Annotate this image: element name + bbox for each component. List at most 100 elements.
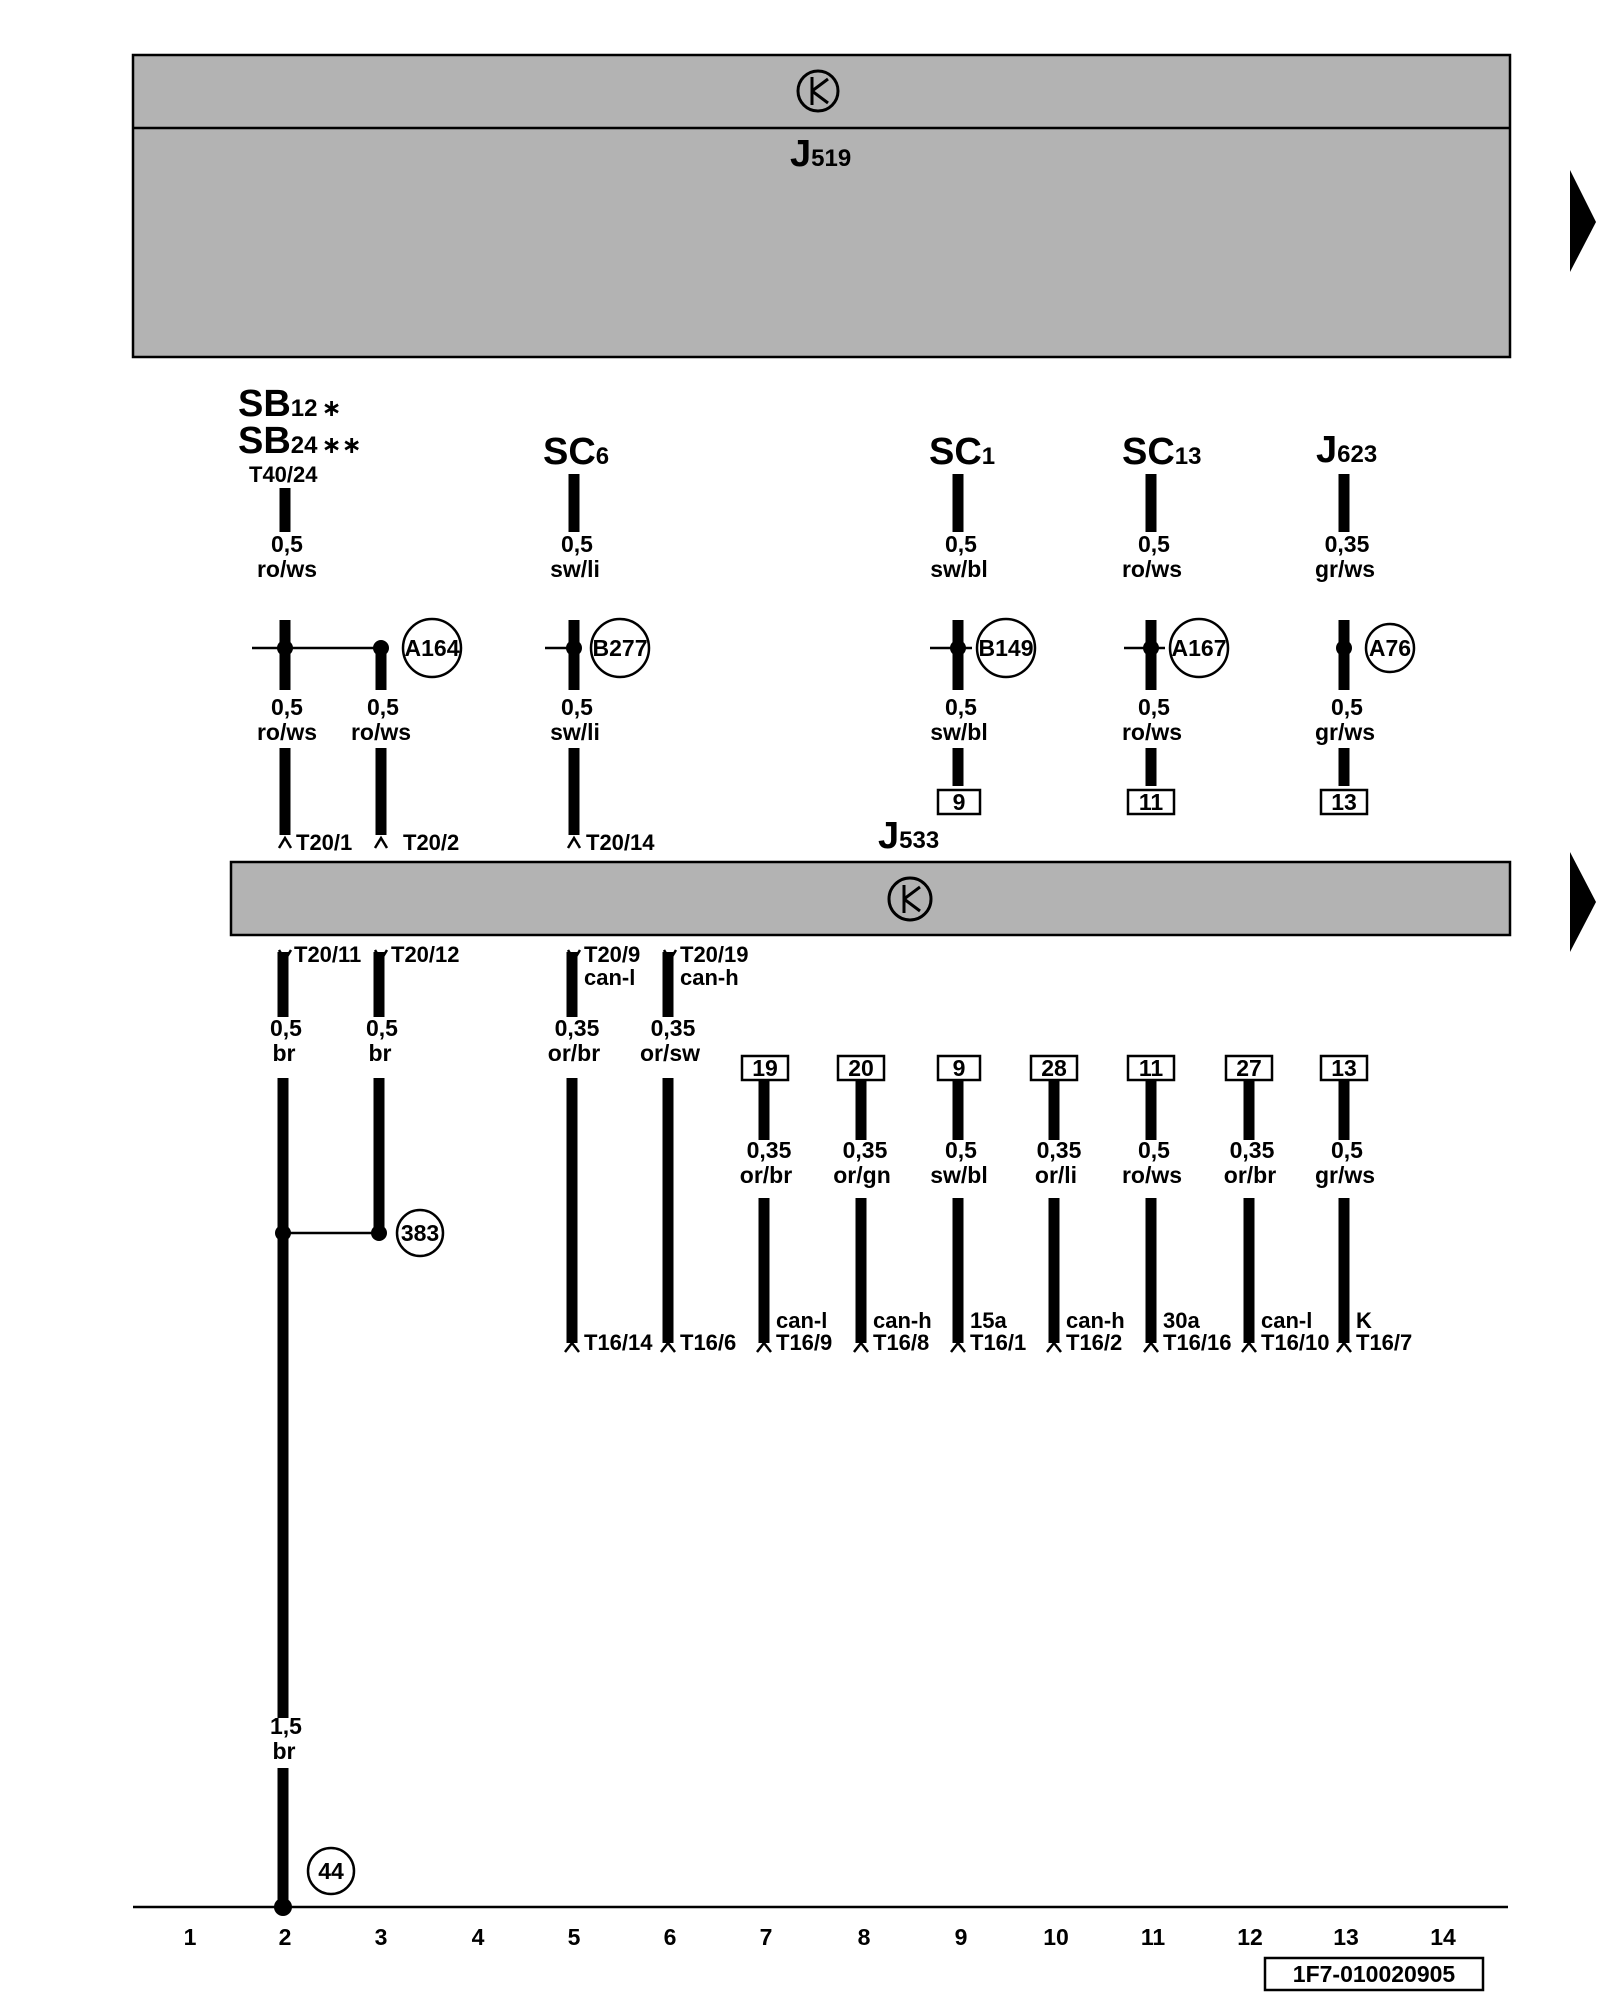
ref-box — [1126, 1054, 1176, 1082]
wire-color-label: or/gn — [833, 1162, 891, 1188]
wire-color-label: or/br — [548, 1040, 600, 1066]
diagram-code: 1F7-010020905 — [1293, 1961, 1456, 1987]
wire-color-label: gr/ws — [1315, 556, 1375, 582]
connection-point-circle — [1364, 622, 1416, 674]
diag-pin: T16/16 — [1163, 1330, 1232, 1355]
electronic-unit-symbol-gateway — [887, 876, 933, 922]
diag-pin: T16/7 — [1356, 1330, 1412, 1355]
diag-pin: T16/14 — [584, 1330, 653, 1355]
ref-box — [1126, 788, 1176, 816]
wire-size-label: 0,5 — [1138, 1137, 1170, 1163]
wire-size-label: 0,35 — [1037, 1137, 1082, 1163]
wire-size-label: 0,5 — [366, 1015, 398, 1041]
wire-color-label: sw/bl — [930, 556, 988, 582]
wire-size-label: 0,5 — [561, 531, 593, 557]
grid-number: 8 — [858, 1924, 871, 1950]
control-unit-j519: J519 — [131, 53, 1512, 359]
wire-color-label: ro/ws — [1122, 556, 1182, 582]
wire-size-label: 0,5 — [945, 694, 977, 720]
ref-box-label: 28 — [1041, 1055, 1067, 1081]
grid-number: 7 — [760, 1924, 773, 1950]
wire-size-label: 0,5 — [1331, 694, 1363, 720]
wire-color-label: or/sw — [640, 1040, 700, 1066]
diag-pin: T16/9 — [776, 1330, 832, 1355]
ref-box — [1029, 1054, 1079, 1082]
wire-size-label: 0,35 — [1230, 1137, 1275, 1163]
wire-size-label: 0,5 — [271, 694, 303, 720]
wire-size-label: 0,5 — [1138, 694, 1170, 720]
wire-color-label: sw/li — [550, 719, 600, 745]
pin-label: T20/12 — [391, 942, 460, 967]
grid-number: 3 — [375, 1924, 388, 1950]
wire-color-label: br — [273, 1738, 296, 1764]
pin-arrows-top — [277, 835, 582, 849]
diag-pin: T16/2 — [1066, 1330, 1122, 1355]
ref-box-label: 11 — [1139, 789, 1164, 815]
upper-wires — [279, 474, 1350, 835]
wire-size-label: 0,5 — [1331, 1137, 1363, 1163]
wire-size-label: 0,35 — [747, 1137, 792, 1163]
ref-box-label: 13 — [1331, 789, 1357, 815]
wire-color-label: ro/ws — [257, 719, 317, 745]
source-sc13: SC13 — [1122, 431, 1202, 473]
pin-label: T20/19 — [680, 942, 749, 967]
pin-label: T20/11 — [294, 942, 361, 967]
diag-pin: T16/1 — [970, 1330, 1026, 1355]
source-sc6: SC6 — [543, 431, 609, 473]
wire-color-label: sw/li — [550, 556, 600, 582]
ref-box-label: 11 — [1139, 1055, 1164, 1081]
diag-pin: T16/6 — [680, 1330, 736, 1355]
connection-point-b149: B149 — [979, 635, 1034, 661]
source-t40-24: T40/24 — [249, 462, 318, 487]
connection-point-383: 383 — [401, 1220, 439, 1246]
wire-color-label: br — [273, 1040, 296, 1066]
ref-box-label: 13 — [1331, 1055, 1357, 1081]
wire-color-label: or/br — [1224, 1162, 1276, 1188]
diag-pin: T16/10 — [1261, 1330, 1330, 1355]
wire-color-label: ro/ws — [1122, 719, 1182, 745]
wire-size-label: 0,35 — [651, 1015, 696, 1041]
page-continue-arrow-middle — [1570, 852, 1596, 952]
wire-color-label: or/br — [740, 1162, 792, 1188]
ref-box — [836, 1054, 886, 1082]
connection-point-circle — [975, 617, 1037, 679]
ref-box — [740, 1054, 790, 1082]
diag-signal: K — [1356, 1308, 1372, 1333]
ref-box — [936, 1054, 982, 1082]
ref-box — [1319, 788, 1369, 816]
source-sb12: SB12∗ — [238, 383, 342, 425]
source-sc1: SC1 — [929, 431, 995, 473]
wire-size-label: 0,5 — [367, 694, 399, 720]
pin-label: T20/1 — [296, 830, 352, 855]
grid-number: 12 — [1237, 1924, 1263, 1950]
grid-number: 10 — [1043, 1924, 1069, 1950]
grid-numbers: 1 2 3 4 5 6 7 8 9 10 11 12 13 14 — [184, 1924, 1456, 1950]
grid-number: 5 — [568, 1924, 581, 1950]
ref-box-label: 9 — [953, 789, 966, 815]
connection-point-b277: B277 — [593, 635, 648, 661]
connection-point-circle — [589, 617, 651, 679]
diag-signal: can-h — [873, 1308, 932, 1333]
connection-point-circle — [395, 1208, 445, 1258]
wire-size-label: 1,5 — [270, 1713, 302, 1739]
connection-point-circle — [1168, 617, 1230, 679]
ref-box — [1224, 1054, 1274, 1082]
ref-box — [1319, 1054, 1369, 1082]
pin-signal: can-h — [680, 965, 739, 990]
connection-point-a76: A76 — [1369, 635, 1411, 661]
pin-label: T20/2 — [403, 830, 459, 855]
grid-number: 11 — [1141, 1924, 1166, 1950]
ref-box-label: 27 — [1236, 1055, 1262, 1081]
page-continue-arrow-top — [1570, 170, 1596, 272]
diag-pin: T16/8 — [873, 1330, 929, 1355]
source-sb24: SB24∗∗ — [238, 420, 362, 462]
lower-wires — [274, 952, 1350, 1916]
wire-color-label: gr/ws — [1315, 719, 1375, 745]
ref-box-label: 19 — [752, 1055, 778, 1081]
ground-point-44: 44 — [318, 1858, 344, 1884]
wire-size-label: 0,5 — [1138, 531, 1170, 557]
wire-color-label: or/li — [1035, 1162, 1077, 1188]
ref-box-label: 9 — [953, 1055, 966, 1081]
source-j623: J623 — [1316, 429, 1377, 471]
diag-signal: can-l — [776, 1308, 827, 1333]
